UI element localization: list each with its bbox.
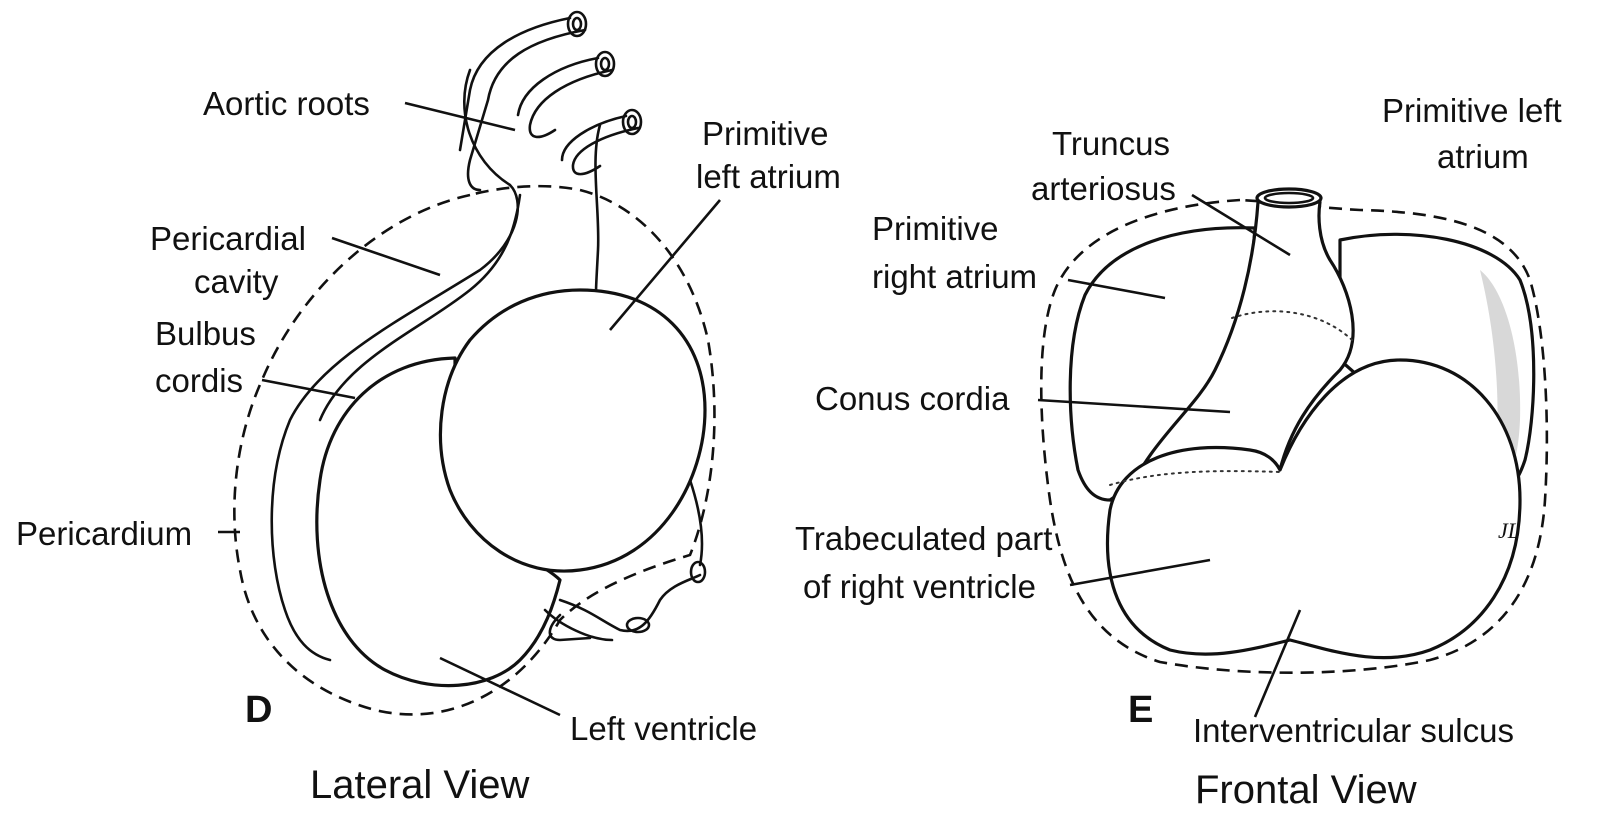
label-frontal-primitive-left-atrium-line2: atrium — [1437, 138, 1529, 175]
label-frontal-primitive-left-atrium-line1: Primitive left — [1382, 92, 1562, 129]
label-lateral-primitive-left-atrium-line2: left atrium — [696, 158, 841, 195]
lateral-view-panel: Aortic roots Primitive left atrium Peric… — [16, 12, 841, 807]
label-bulbus-cordis-line2: cordis — [155, 362, 243, 399]
label-aortic-roots: Aortic roots — [203, 85, 370, 122]
label-interventricular-sulcus: Interventricular sulcus — [1193, 712, 1514, 749]
artist-initials: JL — [1498, 518, 1520, 543]
label-pericardial-cavity-line2: cavity — [194, 263, 279, 300]
label-truncus-arteriosus-line1: Truncus — [1052, 125, 1170, 162]
frontal-view-panel: JL Truncus arteriosus Primitive left atr… — [795, 92, 1562, 812]
panel-letter-d: D — [245, 689, 272, 731]
label-bulbus-cordis-line1: Bulbus — [155, 315, 256, 352]
label-trabeculated-line1: Trabeculated part — [795, 520, 1052, 557]
caption-lateral-view: Lateral View — [310, 763, 530, 807]
label-pericardial-cavity-line1: Pericardial — [150, 220, 306, 257]
label-pericardium: Pericardium — [16, 515, 192, 552]
panel-letter-e: E — [1128, 689, 1153, 731]
label-truncus-arteriosus-line2: arteriosus — [1031, 170, 1176, 207]
lateral-left-atrium-drawing — [440, 290, 705, 571]
label-lateral-primitive-left-atrium-line1: Primitive — [702, 115, 829, 152]
label-left-ventricle: Left ventricle — [570, 710, 757, 747]
label-primitive-right-atrium-line2: right atrium — [872, 258, 1037, 295]
caption-frontal-view: Frontal View — [1195, 768, 1417, 812]
label-trabeculated-line2: of right ventricle — [803, 568, 1036, 605]
label-conus-cordia: Conus cordia — [815, 380, 1010, 417]
label-primitive-right-atrium-line1: Primitive — [872, 210, 999, 247]
